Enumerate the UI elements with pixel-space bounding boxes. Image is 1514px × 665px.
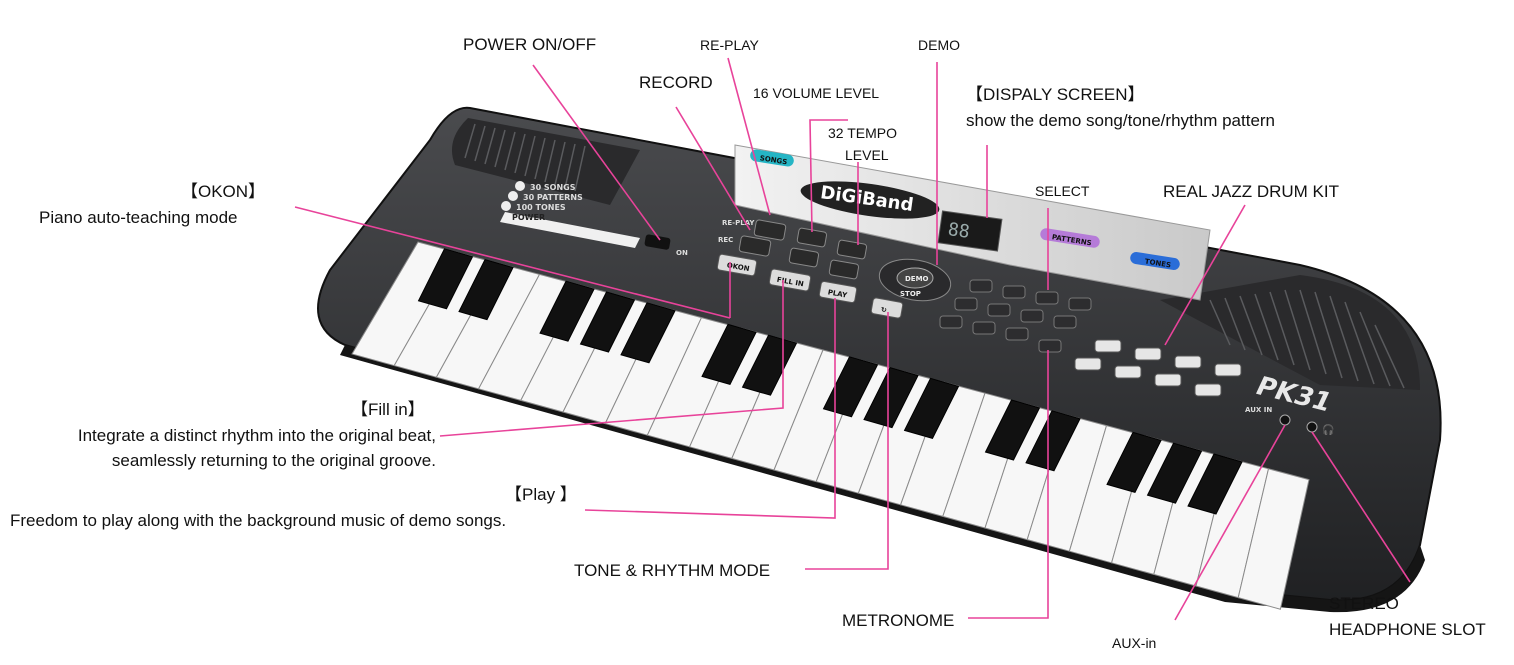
fill-desc-2: seamlessly returning to the original gro…	[112, 450, 436, 472]
record-label: RECORD	[639, 72, 713, 94]
leader-drum	[1165, 205, 1245, 345]
leader-metronome	[968, 350, 1048, 618]
leader-okon	[295, 207, 730, 318]
play-desc: Freedom to play along with the backgroun…	[10, 510, 506, 532]
tempo-label-2: LEVEL	[845, 144, 889, 166]
volume-label: 16 VOLUME LEVEL	[753, 82, 879, 104]
replay-label: RE-PLAY	[700, 34, 759, 56]
okon-desc: Piano auto-teaching mode	[39, 207, 237, 229]
play-title: 【Play 】	[505, 484, 577, 506]
stereo-label-2: HEADPHONE SLOT	[1329, 619, 1486, 641]
leader-tone	[805, 312, 888, 569]
tone-rhythm-label: TONE & RHYTHM MODE	[574, 560, 770, 582]
leader-aux	[1175, 425, 1285, 620]
metronome-label: METRONOME	[842, 610, 954, 632]
leader-fill	[440, 280, 783, 436]
demo-label: DEMO	[918, 34, 960, 56]
aux-label: AUX-in	[1112, 632, 1156, 654]
select-label: SELECT	[1035, 180, 1089, 202]
drum-label: REAL JAZZ DRUM KIT	[1163, 181, 1339, 203]
okon-title: 【OKON】	[181, 181, 265, 203]
leader-play	[585, 298, 835, 518]
display-title: 【DISPALY SCREEN】	[966, 84, 1145, 106]
fill-desc-1: Integrate a distinct rhythm into the ori…	[78, 425, 436, 447]
tempo-label-1: 32 TEMPO	[828, 122, 897, 144]
stereo-label-1: STEREO	[1329, 593, 1399, 615]
leader-record	[676, 107, 750, 230]
display-desc: show the demo song/tone/rhythm pattern	[966, 110, 1275, 132]
fill-title: 【Fill in】	[351, 399, 425, 421]
leader-stereo	[1312, 432, 1410, 582]
power-label: POWER ON/OFF	[463, 34, 596, 56]
